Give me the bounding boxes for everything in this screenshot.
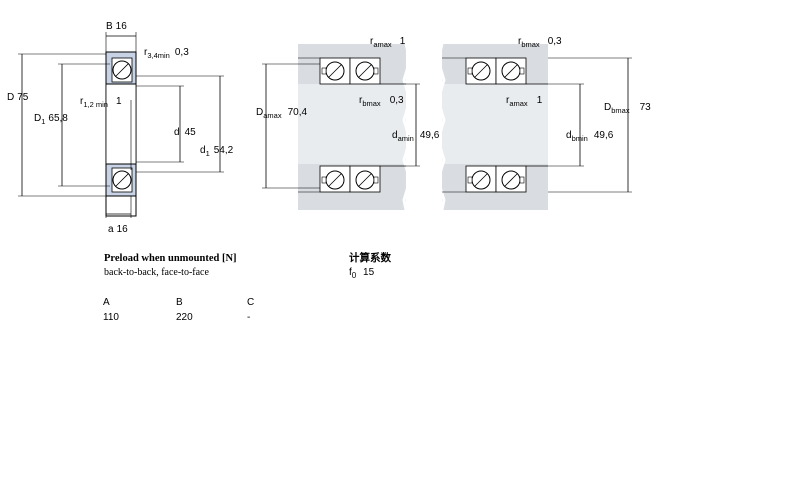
preload-val-c: -: [247, 312, 251, 323]
preload-col-a: A: [103, 297, 110, 308]
preload-title: Preload when unmounted [N]: [104, 253, 237, 264]
factor-title: 计算系数: [349, 253, 391, 264]
factor-f0: f0 15: [349, 267, 375, 280]
preload-val-a: 110: [103, 312, 119, 323]
preload-section: Preload when unmounted [N] back-to-back,…: [104, 252, 237, 280]
abutment-section: [262, 43, 632, 211]
preload-col-c: C: [247, 297, 255, 308]
factor-section: 计算系数 f0 15: [349, 252, 391, 283]
preload-col-b: B: [176, 297, 183, 308]
preload-val-b: 220: [176, 312, 193, 323]
single-bearing-section: [18, 32, 224, 218]
preload-arrangement: back-to-back, face-to-face: [104, 267, 209, 278]
